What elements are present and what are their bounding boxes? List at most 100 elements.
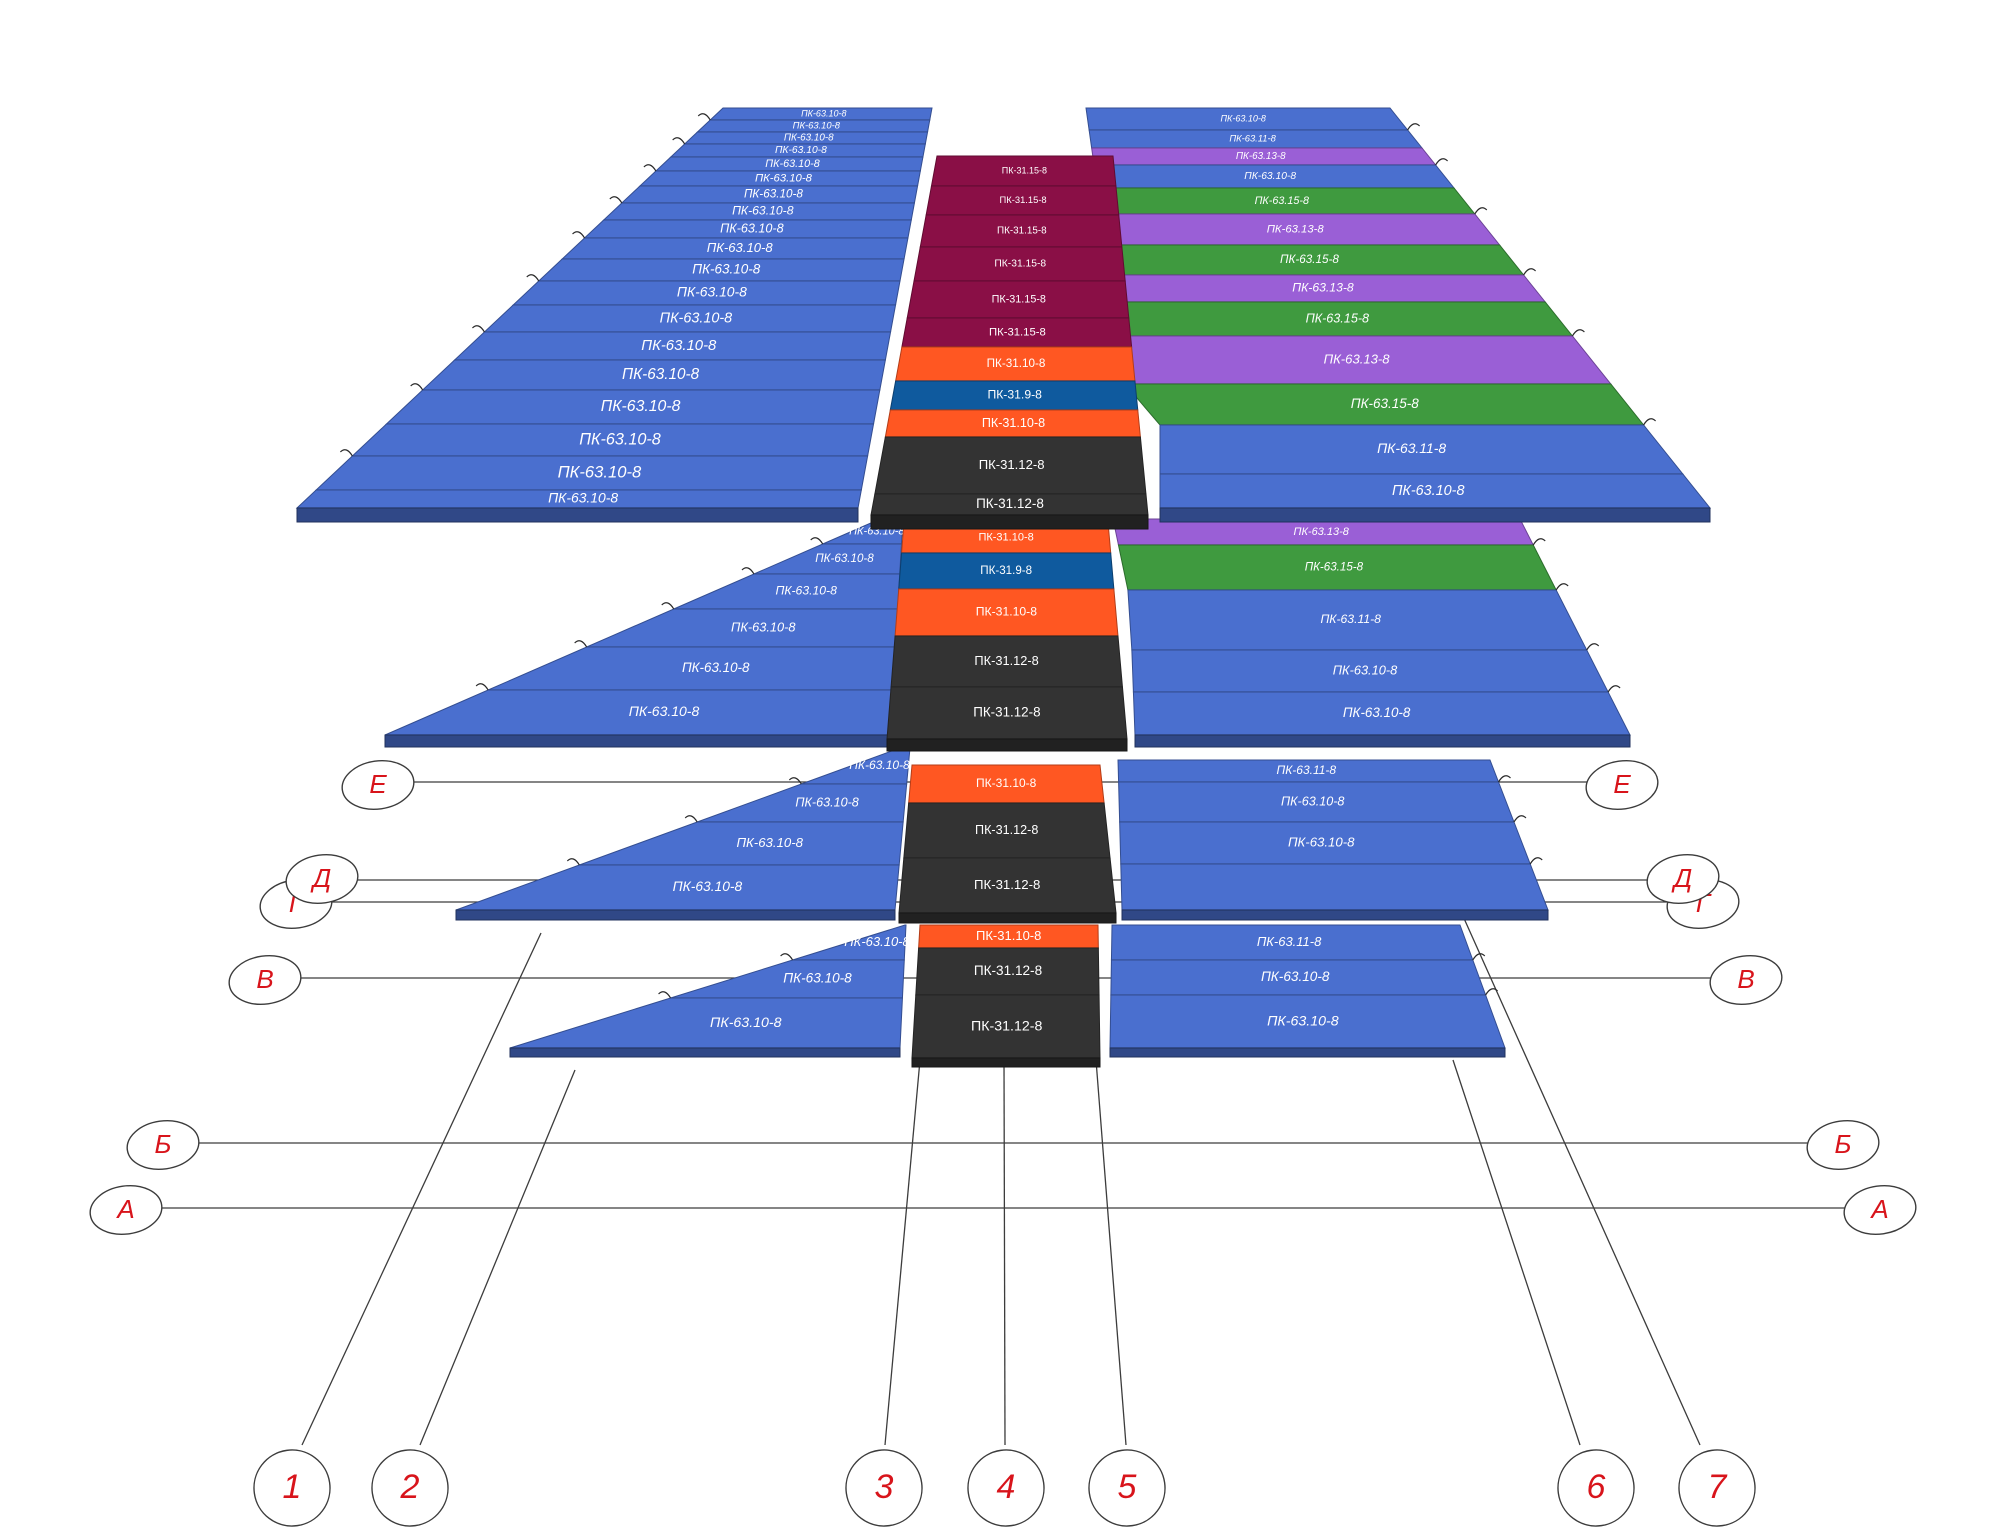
row-axis-bubble-right-2-label: Б (1835, 1129, 1852, 1159)
floor-1-left-hook-9 (572, 231, 586, 239)
floor-1-left-hook-3 (672, 137, 686, 145)
column-axis-bubble-5-label: 5 (1118, 1468, 1137, 1506)
column-axis-bubble-7-label: 7 (1708, 1468, 1728, 1506)
floor-4-left-hook-2 (658, 991, 672, 999)
column-axis-line-4 (1003, 1059, 1006, 1446)
floor-4-left-panel-3 (509, 997, 903, 1049)
floor-1-right-label-2: ПК-63.11-8 (1229, 132, 1276, 143)
row-axis-bubble-left-3-circle (228, 955, 302, 1005)
floor-2-left-hook-2 (741, 567, 755, 575)
floor-1-right-label-8: ПК-63.13-8 (1292, 281, 1354, 295)
row-axis-bubble-left-5: Д (285, 854, 359, 904)
floor-2-left-slab-edge (384, 734, 891, 748)
floor-3-left-hook-3 (566, 858, 580, 866)
row-axis-bubble-right-6: Е (1585, 760, 1659, 810)
row-axis-bubble-left-6-label: Е (369, 769, 387, 799)
floor-2-core-slab-edge (886, 738, 1128, 752)
floor-1-right-label-3: ПК-63.13-8 (1236, 151, 1286, 162)
row-axis-bubble-right-2-circle (1806, 1120, 1880, 1170)
column-axis-bubble-2-label: 2 (400, 1468, 420, 1506)
floor-2-core-label-1: ПК-31.10-8 (978, 531, 1033, 543)
floor-1-right-label-12: ПК-63.11-8 (1377, 440, 1446, 456)
floor-1-right-hook-3 (1435, 158, 1449, 166)
floor-1-core-label-5: ПК-31.15-8 (992, 293, 1046, 305)
floor-4-left-slab-edge (509, 1047, 901, 1058)
floor-1-left-hook-15 (410, 383, 424, 391)
column-axis-line-6 (1452, 1059, 1581, 1446)
row-axis-bubble-right-3-label: В (1737, 964, 1754, 994)
column-axis-bubble-3: 3 (845, 1449, 923, 1527)
row-axis-bubble-left-6: Е (341, 760, 415, 810)
floor-4-left-hook-1 (780, 953, 794, 961)
floor-1-left-label-19: ПК-63.10-8 (548, 490, 618, 506)
column-axis-bubble-4: 4 (967, 1449, 1045, 1527)
floor-1-right-hook-9 (1571, 329, 1585, 337)
floor-1-left-label-15: ПК-63.10-8 (622, 366, 700, 383)
floor-1-right-label-11: ПК-63.15-8 (1351, 396, 1420, 411)
floor-2-left-hook-1 (810, 537, 824, 545)
floor-1-left-hook-17 (339, 449, 353, 457)
column-axis-line-1 (301, 932, 542, 1446)
floor-3-right-panel-4 (1120, 863, 1549, 911)
floor-1-left-label-2: ПК-63.10-8 (793, 119, 841, 130)
floor-2-right-label-5: ПК-63.10-8 (1343, 705, 1411, 720)
column-axis-line-7 (1457, 904, 1701, 1446)
column-axis-bubble-7: 7 (1678, 1449, 1756, 1527)
floor-4-right-label-3: ПК-63.10-8 (1267, 1013, 1339, 1029)
floor-2-core-label-2: ПК-31.9-8 (980, 564, 1032, 577)
floor-1-left-label-3: ПК-63.10-8 (784, 133, 834, 144)
floor-1-right-slab-edge (1159, 507, 1711, 523)
row-axis-bubble-right-6-circle (1585, 760, 1659, 810)
floor-2: ПК-63.10-8ПК-63.10-8ПК-63.10-8ПК-63.10-8… (384, 518, 1631, 752)
floor-3-right-label-3: ПК-63.10-8 (1288, 834, 1355, 849)
column-axis-bubble-1-circle (253, 1449, 331, 1527)
floor-1-left-label-16: ПК-63.10-8 (601, 398, 681, 415)
floor-3-left-hook-1 (788, 777, 802, 785)
floor-1-right-label-10: ПК-63.13-8 (1324, 351, 1391, 366)
floor-2-left-label-4: ПК-63.10-8 (731, 619, 796, 634)
row-axis-bubble-right-3-circle (1709, 955, 1783, 1005)
floor-1-left-slab-edge (296, 507, 859, 523)
floor-4-right-hook-2 (1485, 988, 1499, 996)
floor-1-right-label-13: ПК-63.10-8 (1392, 483, 1465, 499)
row-axis-bubble-right-2: Б (1806, 1120, 1880, 1170)
row-axis-bubble-right-5-circle (1646, 854, 1720, 904)
column-axis-bubble-7-circle (1678, 1449, 1756, 1527)
floor-1-left-hook-5 (643, 164, 657, 172)
floor-3-core-slab-edge (898, 912, 1117, 924)
floor-1-core-label-8: ПК-31.9-8 (987, 388, 1042, 402)
floor-1-core-label-10: ПК-31.12-8 (979, 457, 1045, 472)
column-axis-bubble-3-circle (845, 1449, 923, 1527)
floor-1-left-label-18: ПК-63.10-8 (558, 462, 642, 481)
floor-4-right-hook-1 (1472, 953, 1486, 961)
floor-2-core-label-4: ПК-31.12-8 (974, 653, 1038, 668)
floor-1-right-label-9: ПК-63.15-8 (1306, 311, 1369, 325)
floor-4-right-label-1: ПК-63.11-8 (1257, 934, 1322, 949)
floor-3-core-label-1: ПК-31.10-8 (976, 776, 1037, 790)
floor-3-left-label-1: ПК-63.10-8 (849, 758, 910, 772)
floor-4-core-label-1: ПК-31.10-8 (976, 928, 1041, 943)
column-axis-bubble-2: 2 (371, 1449, 449, 1527)
floor-2-right-label-2: ПК-63.15-8 (1305, 561, 1364, 574)
floor-2-left-hook-4 (574, 640, 588, 648)
floor-3: ПК-63.10-8ПК-63.10-8ПК-63.10-8ПК-63.10-8… (455, 747, 1549, 924)
floor-3-left-label-4: ПК-63.10-8 (673, 879, 743, 894)
row-axis-bubble-left-6-circle (341, 760, 415, 810)
floor-1-left-label-11: ПК-63.10-8 (692, 262, 761, 277)
floor-3-right-hook-2 (1513, 815, 1527, 823)
floor-1-core-label-1: ПК-31.15-8 (1002, 165, 1047, 175)
row-axis-bubble-left-3: В (228, 955, 302, 1005)
floor-1-left-label-4: ПК-63.10-8 (775, 145, 827, 156)
floor-1-core-label-3: ПК-31.15-8 (997, 226, 1047, 237)
floor-1-left-label-5: ПК-63.10-8 (765, 158, 819, 170)
floor-2-left-label-3: ПК-63.10-8 (775, 584, 837, 598)
floor-1-left-label-6: ПК-63.10-8 (755, 172, 813, 184)
floor-4-core-label-2: ПК-31.12-8 (974, 963, 1042, 978)
column-axis-bubble-3-label: 3 (875, 1468, 894, 1506)
floor-1-core-label-11: ПК-31.12-8 (976, 496, 1044, 511)
floor-1-left-label-9: ПК-63.10-8 (720, 221, 783, 235)
floor-4-right-label-2: ПК-63.10-8 (1261, 969, 1330, 984)
floor-3-left-label-3: ПК-63.10-8 (736, 835, 803, 850)
floor-2-core-label-3: ПК-31.10-8 (976, 605, 1037, 619)
